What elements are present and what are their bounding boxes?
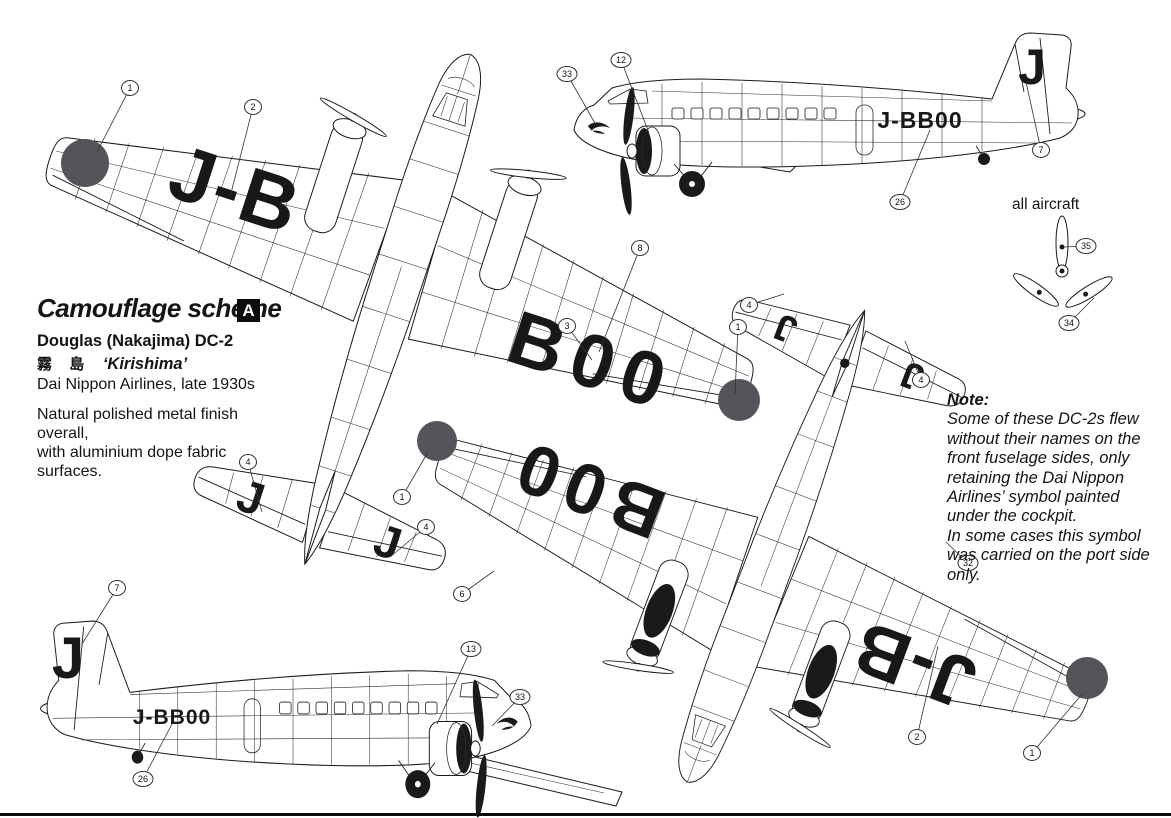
callout-26: 26	[889, 129, 931, 210]
side-profile-starboard: J J-BB00	[573, 32, 1086, 216]
bottom-rule	[0, 813, 1171, 816]
callout-26: 26	[132, 723, 173, 787]
svg-text:13: 13	[466, 644, 476, 654]
callout-6: 6	[453, 570, 495, 602]
aircraft-type: Douglas (Nakajima) DC-2	[37, 332, 234, 350]
svg-text:12: 12	[616, 55, 626, 65]
callout-35: 35	[1063, 238, 1097, 254]
svg-text:2: 2	[250, 102, 255, 112]
callout-7: 7	[1025, 81, 1050, 158]
hinomaru-roundel	[1066, 657, 1108, 699]
svg-text:6: 6	[459, 589, 464, 599]
note-title: Note:	[947, 391, 990, 409]
svg-text:2: 2	[914, 732, 919, 742]
hinomaru-roundel	[718, 379, 760, 421]
svg-text:7: 7	[1038, 145, 1043, 155]
svg-text:3: 3	[564, 321, 569, 331]
callout-32: 32	[945, 541, 979, 571]
callout-4: 4	[389, 519, 435, 558]
callout-4: 4	[740, 293, 785, 313]
propeller-detail	[1013, 215, 1113, 308]
hinomaru-roundel	[417, 421, 457, 461]
svg-text:34: 34	[1064, 318, 1074, 328]
svg-text:4: 4	[918, 375, 923, 385]
hinomaru-layer	[61, 139, 1108, 699]
note-line: front fuselage sides, only	[947, 449, 1130, 468]
callout-7: 7	[81, 580, 126, 645]
note-line: under the cockpit.	[947, 507, 1078, 526]
callout-8: 8	[598, 240, 649, 353]
aircraft-kanji: 霧 島	[37, 355, 91, 373]
aircraft-name-row: 霧 島 ‘Kirishima’	[37, 353, 287, 374]
svg-text:1: 1	[1029, 748, 1034, 758]
note-line: Some of these DC-2s flew	[947, 410, 1139, 429]
svg-text:33: 33	[515, 692, 525, 702]
registration-code: J-BB00	[133, 706, 211, 729]
svg-text:32: 32	[963, 558, 973, 568]
callout-1: 1	[729, 319, 747, 395]
note-line: was carried on the port side	[947, 546, 1150, 565]
svg-text:1: 1	[399, 492, 404, 502]
fin-code: J	[1018, 39, 1046, 95]
note-line: without their names on the	[947, 429, 1141, 448]
note-line: retaining the Dai Nippon	[947, 468, 1125, 487]
svg-text:4: 4	[423, 522, 428, 532]
aircraft-name: ‘Kirishima’	[102, 355, 188, 373]
scheme-a-badge: A	[237, 299, 260, 322]
svg-text:8: 8	[637, 243, 642, 253]
note-line: only.	[947, 565, 981, 584]
callout-12: 12	[610, 52, 650, 134]
callout-13: 13	[436, 641, 482, 725]
svg-text:4: 4	[245, 457, 250, 467]
svg-text:4: 4	[746, 300, 751, 310]
svg-text:1: 1	[127, 83, 132, 93]
finish-note: Natural polished metal finish overall, w…	[37, 405, 287, 481]
info-panel: Camouflage scheme A Douglas (Nakajima) D…	[37, 294, 287, 481]
finish-line-1: Natural polished metal finish overall,	[37, 406, 238, 442]
svg-text:7: 7	[114, 583, 119, 593]
callout-1: 1	[96, 80, 139, 153]
side-profile-port: J J-BB00	[39, 620, 623, 818]
note-line: In some cases this symbol	[947, 526, 1141, 545]
fin-code: J	[52, 626, 84, 691]
svg-text:35: 35	[1081, 241, 1091, 251]
svg-text:1: 1	[735, 322, 740, 332]
callout-4: 4	[904, 340, 930, 388]
svg-text:33: 33	[562, 69, 572, 79]
callout-3: 3	[558, 318, 593, 361]
registration-code: J-BB00	[877, 107, 962, 133]
svg-text:26: 26	[895, 197, 905, 207]
callout-1: 1	[1023, 692, 1084, 761]
all-aircraft-label: all aircraft	[1012, 196, 1080, 213]
callout-4: 4	[239, 454, 263, 513]
hinomaru-roundel	[61, 139, 109, 187]
callout-33: 33	[556, 66, 597, 126]
callout-34: 34	[1058, 297, 1095, 331]
operator-line: Dai Nippon Airlines, late 1930s	[37, 376, 255, 393]
note-panel: Note: Some of these DC-2s flew without t…	[947, 391, 1167, 585]
callout-2: 2	[229, 99, 262, 198]
callout-33: 33	[491, 689, 531, 727]
finish-line-2: with aluminium dope fabric surfaces.	[37, 444, 227, 480]
note-line: Airlines’ symbol painted	[947, 488, 1120, 507]
svg-text:26: 26	[138, 774, 148, 784]
callout-1: 1	[393, 451, 429, 505]
callout-2: 2	[908, 645, 939, 745]
